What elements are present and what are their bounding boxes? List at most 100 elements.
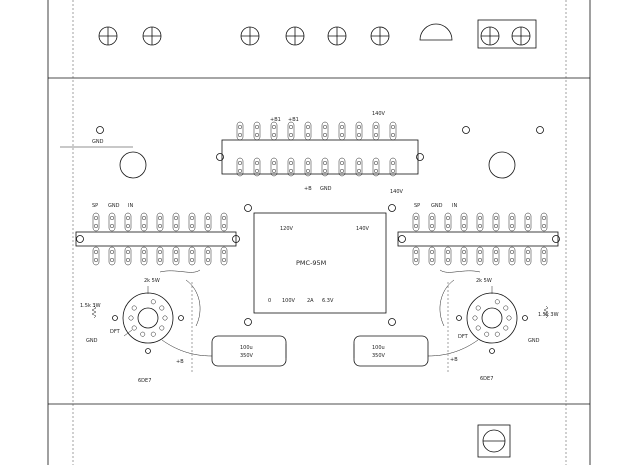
- top-hole-5: [327, 26, 347, 46]
- right-strip-lug-lower-4: [460, 246, 468, 266]
- top-140v-label: 140V: [372, 111, 386, 117]
- right-strip-lug-upper-9: [540, 212, 548, 232]
- top-strip-lug-upper-9: [372, 121, 380, 141]
- top-strip-lug-upper-7: [338, 121, 346, 141]
- left-strip-lug-upper-9: [220, 212, 228, 232]
- left-terminal-strip: [75, 212, 240, 266]
- right-socket-pin-2: [503, 305, 509, 311]
- right-socket-pin-8: [472, 315, 478, 321]
- right-strip-lug-lower-6: [492, 246, 500, 266]
- right-gnd-strip-label: GND: [431, 203, 443, 209]
- left-capacitor-voltage: 350V: [240, 353, 254, 359]
- top-row-holes: [98, 19, 537, 49]
- left-strip-lug-upper-5: [156, 212, 164, 232]
- right-strip-lug-upper-2: [428, 212, 436, 232]
- power-transformer: 120V 140V PMC-95M 0 100V 2A 6.3V: [253, 212, 387, 314]
- left-res-side-label: 1.5k 3W: [80, 303, 101, 309]
- left-socket-pin-1: [150, 299, 156, 305]
- left-strip-lug-upper-3: [124, 212, 132, 232]
- transformer-63v-label: 6.3V: [322, 298, 334, 304]
- corner-holes: [96, 126, 544, 326]
- left-socket-pin-2: [159, 305, 165, 311]
- top-gnd-label: GND: [320, 186, 332, 192]
- left-res-top-label: 2k 5W: [144, 278, 160, 284]
- right-tube-label: 6DE7: [480, 376, 493, 382]
- right-socket-pin-9: [475, 305, 481, 311]
- right-strip-lug-lower-3: [444, 246, 452, 266]
- top-hole-4: [285, 26, 305, 46]
- top-b-label: +B: [304, 186, 312, 192]
- top-strip-lug-lower-3: [270, 157, 278, 177]
- left-gnd-strip-label: GND: [108, 203, 120, 209]
- right-strip-lug-upper-8: [524, 212, 532, 232]
- right-capacitor-voltage: 350V: [372, 353, 386, 359]
- left-in-label: IN: [128, 203, 133, 209]
- left-strip-lug-lower-3: [124, 246, 132, 266]
- top-strip-lug-lower-7: [338, 157, 346, 177]
- left-strip-lug-upper-1: [92, 212, 100, 232]
- left-strip-lug-lower-4: [140, 246, 148, 266]
- top-hole-7: [511, 26, 531, 46]
- right-socket-pin-7: [475, 325, 481, 331]
- top-strip-lug-upper-6: [321, 121, 329, 141]
- left-sp-label: SP: [92, 203, 98, 209]
- top-right-connector-cutout: [477, 19, 537, 49]
- left-gnd-bot-label: GND: [86, 338, 98, 344]
- left-dft-label: DFT: [110, 329, 121, 335]
- top-strip-lug-upper-1: [236, 121, 244, 141]
- right-res-top-label: 2k 5W: [476, 278, 492, 284]
- left-tube-socket: [112, 286, 184, 354]
- top-strip-lug-lower-10: [389, 157, 397, 177]
- right-strip-lug-lower-8: [524, 246, 532, 266]
- left-socket-pin-3: [162, 315, 168, 321]
- left-socket-pin-9: [131, 305, 137, 311]
- left-strip-lug-lower-6: [172, 246, 180, 266]
- right-strip-lug-upper-3: [444, 212, 452, 232]
- bottom-right-connector: [477, 424, 511, 458]
- left-strip-lug-lower-9: [220, 246, 228, 266]
- right-capacitor: 100u 350V: [353, 335, 429, 367]
- top-hole-2: [142, 26, 162, 46]
- top-strip-lug-lower-5: [304, 157, 312, 177]
- top-hole-6: [370, 26, 390, 46]
- transformer-120v-label: 120V: [280, 226, 294, 232]
- left-b-label: +B: [176, 359, 184, 365]
- left-capacitor: 100u 350V: [211, 335, 287, 367]
- right-strip-lug-upper-4: [460, 212, 468, 232]
- left-strip-lug-upper-7: [188, 212, 196, 232]
- left-strip-lug-lower-5: [156, 246, 164, 266]
- top-strip-lug-lower-2: [253, 157, 261, 177]
- left-gnd-label: GND: [92, 139, 104, 145]
- top-b1-label-2: +B1: [288, 117, 299, 123]
- top-strip-lug-upper-10: [389, 121, 397, 141]
- top-strip-lug-lower-9: [372, 157, 380, 177]
- left-socket-pin-5: [150, 331, 156, 337]
- left-strip-lug-upper-8: [204, 212, 212, 232]
- left-socket-pin-8: [128, 315, 134, 321]
- transformer-140v-label: 140V: [356, 226, 370, 232]
- left-socket-pin-6: [140, 331, 146, 337]
- right-res-side-label: 1.5k 3W: [538, 312, 559, 318]
- transformer-2a-label: 2A: [307, 298, 314, 304]
- transformer-0-label: 0: [268, 298, 271, 304]
- right-strip-lug-lower-7: [508, 246, 516, 266]
- top-140v-label-2: 140V: [390, 189, 404, 195]
- left-socket-pin-4: [159, 325, 165, 331]
- left-strip-lug-upper-4: [140, 212, 148, 232]
- top-strip-lug-upper-5: [304, 121, 312, 141]
- chassis-outline: [47, 0, 591, 465]
- right-socket-pin-5: [494, 331, 500, 337]
- right-dft-label: DFT: [458, 334, 469, 340]
- left-strip-lug-lower-7: [188, 246, 196, 266]
- left-strip-lug-lower-1: [92, 246, 100, 266]
- right-strip-lug-upper-1: [412, 212, 420, 232]
- right-strip-lug-lower-5: [476, 246, 484, 266]
- left-strip-lug-lower-2: [108, 246, 116, 266]
- right-gnd-bot-label: GND: [528, 338, 540, 344]
- right-socket-pin-4: [503, 325, 509, 331]
- right-sp-label: SP: [414, 203, 420, 209]
- left-strip-lug-lower-8: [204, 246, 212, 266]
- top-half-circle-cutout: [419, 23, 453, 41]
- top-strip-lug-lower-6: [321, 157, 329, 177]
- transformer-model-label: PMC-95M: [296, 259, 326, 267]
